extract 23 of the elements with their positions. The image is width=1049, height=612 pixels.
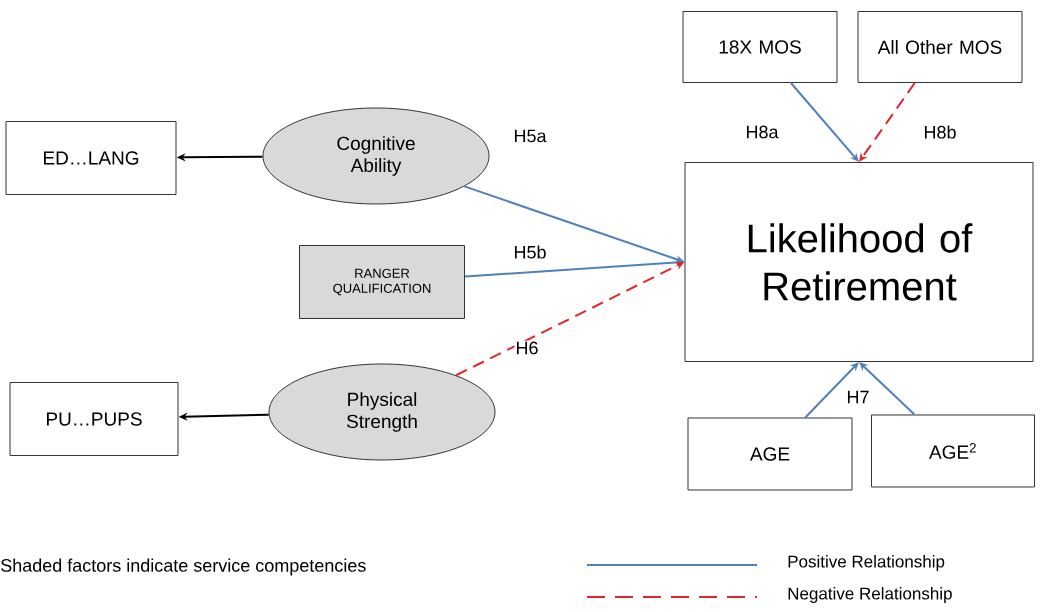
arrow <box>859 82 916 162</box>
box-node: PU…PUPS <box>9 382 179 456</box>
box-node: AGE$^{2}$ <box>871 414 1035 488</box>
legend-text: Negative Relationship <box>788 587 952 603</box>
edge-label: H8a <box>744 124 780 140</box>
box-node: 18X MOS <box>682 11 838 83</box>
box-node: RANGER QUALIFICATION <box>299 245 465 319</box>
note-text: Shaded factors indicate service competencies <box>1 558 366 576</box>
edge-label: H7 <box>845 389 871 405</box>
oval-node: Cognitive Ability <box>262 107 490 205</box>
arrow <box>859 362 916 416</box>
edge-label: H5b <box>512 244 548 260</box>
edge-label: H8b <box>922 124 958 140</box>
arrow <box>804 362 859 419</box>
box-node: All Other MOS <box>857 11 1023 83</box>
box-node: ED…LANG <box>5 121 177 195</box>
edge-label: H6 <box>514 340 540 356</box>
legend-text: Positive Relationship <box>788 555 945 571</box>
oval-node: Physical Strength <box>268 363 496 461</box>
box-node: Likelihood of Retirement <box>684 162 1034 362</box>
arrow <box>789 82 859 162</box>
edge-label: H5a <box>512 128 548 144</box>
box-node: AGE <box>687 417 853 491</box>
